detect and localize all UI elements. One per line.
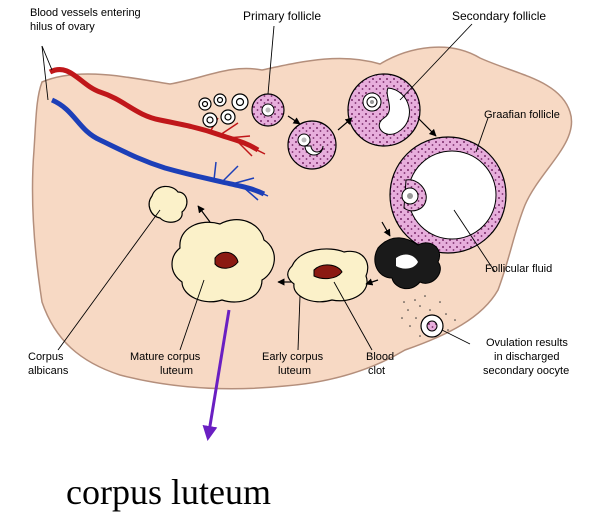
label-primary-follicle: Primary follicle — [243, 9, 321, 23]
label-blood-vessels-line2: hilus of ovary — [30, 21, 95, 33]
discharged-oocyte — [421, 315, 443, 337]
label-blood-clot-line1: Blood — [366, 351, 394, 363]
early-corpus-luteum — [288, 249, 368, 302]
mature-corpus-luteum — [172, 220, 274, 302]
label-graafian-follicle: Graafian follicle — [484, 109, 560, 121]
label-ovulation-line2: in discharged — [494, 351, 559, 363]
primary-follicle — [252, 94, 284, 126]
label-early-corpus-luteum-line1: Early corpus — [262, 351, 324, 363]
label-ovulation-line3: secondary oocyte — [483, 365, 569, 377]
growing-follicle — [288, 121, 336, 169]
secondary-follicle — [348, 74, 420, 146]
label-corpus-albicans-line2: albicans — [28, 365, 69, 377]
label-mature-corpus-luteum-line2: luteum — [160, 365, 193, 377]
label-blood-clot-line2: clot — [368, 365, 385, 377]
caption-text: corpus luteum — [66, 472, 271, 512]
label-ovulation-line1: Ovulation results — [486, 337, 568, 349]
label-blood-vessels-line1: Blood vessels entering — [30, 7, 141, 19]
label-mature-corpus-luteum-line1: Mature corpus — [130, 351, 201, 363]
graafian-follicle — [390, 137, 506, 253]
label-secondary-follicle: Secondary follicle — [452, 9, 546, 23]
label-follicular-fluid: Follicular fluid — [485, 263, 552, 275]
label-early-corpus-luteum-line2: luteum — [278, 365, 311, 377]
label-corpus-albicans-line1: Corpus — [28, 351, 64, 363]
